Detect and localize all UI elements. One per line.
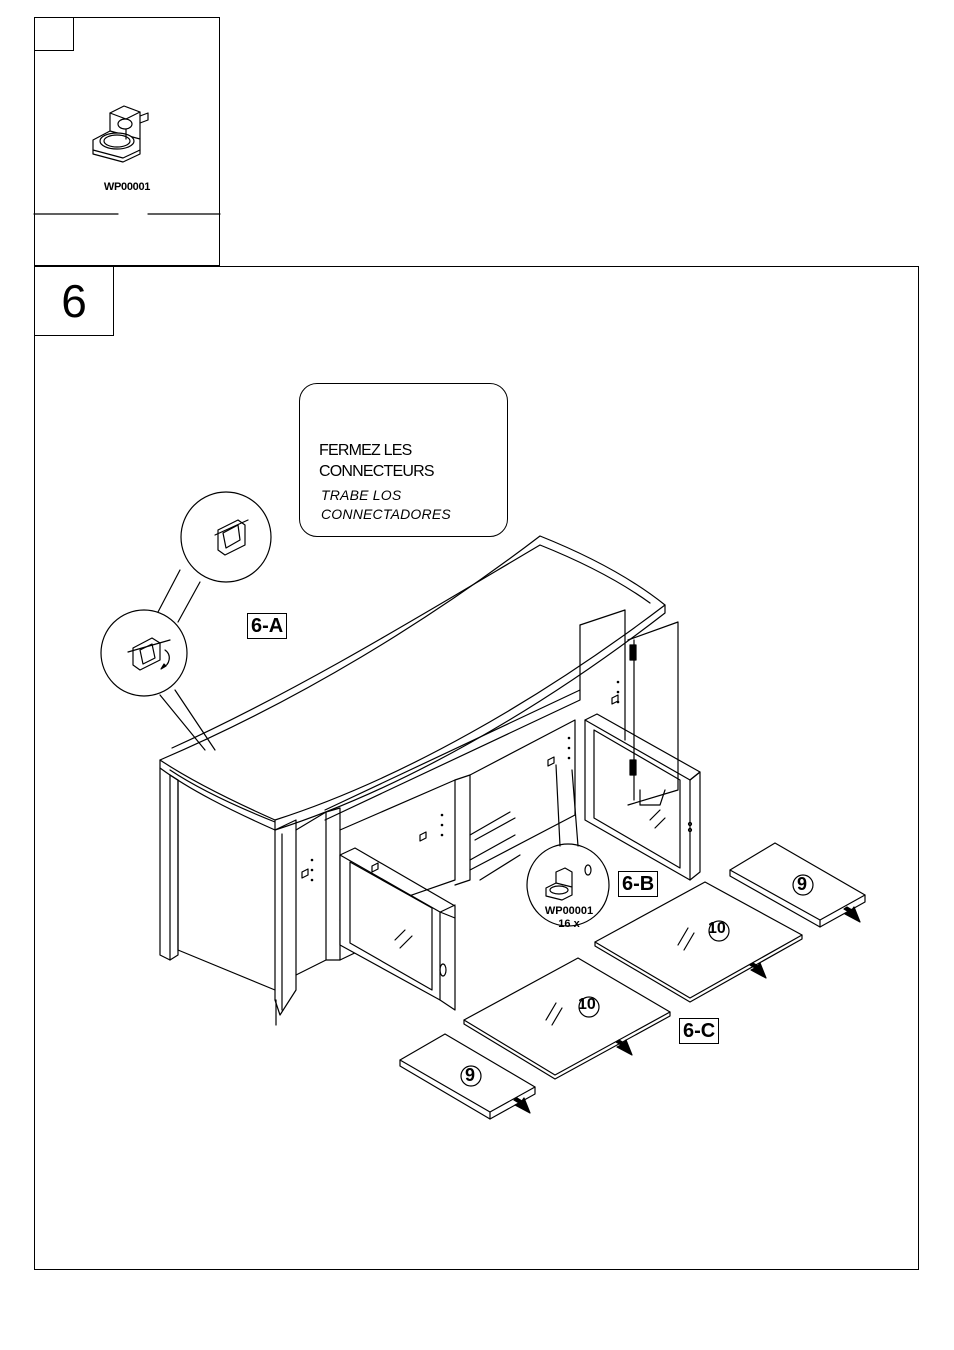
sub-step-a-label: 6-A [247, 613, 287, 639]
shelf-number-left: 9 [465, 1065, 475, 1086]
note-french-line2: CONNECTEURS [319, 461, 434, 482]
note-spanish-line2: CONNECTADORES [321, 505, 451, 524]
callout-quantity: 16 x [532, 918, 606, 931]
part-code: WP00001 [34, 181, 220, 193]
sub-step-b-label: 6-B [618, 871, 658, 897]
note-spanish: TRABE LOS CONNECTADORES [321, 486, 451, 524]
callout-part-code: WP00001 16 x [532, 905, 606, 931]
note-french-line1: FERMEZ LES [319, 440, 434, 461]
glass-number-right: 10 [708, 920, 726, 938]
callout-code: WP00001 [532, 905, 606, 918]
note-spanish-line1: TRABE LOS [321, 486, 451, 505]
shelf-number-right: 9 [797, 874, 807, 895]
parts-box [34, 17, 220, 266]
note-french: FERMEZ LES CONNECTEURS [319, 440, 434, 482]
glass-number-left: 10 [578, 996, 596, 1014]
parts-corner-box [34, 17, 74, 51]
sub-step-c-label: 6-C [679, 1018, 719, 1044]
step-number: 6 [34, 266, 114, 336]
